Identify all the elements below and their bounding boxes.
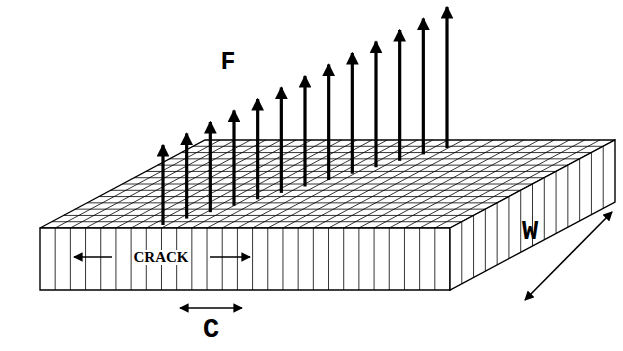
force-arrow	[398, 30, 401, 161]
crack-extent-arrow	[74, 256, 112, 258]
force-arrow	[327, 65, 330, 181]
c-dimension-arrow	[180, 307, 242, 309]
force-arrow	[351, 53, 354, 174]
force-arrow	[303, 76, 306, 187]
width-label: W	[522, 219, 538, 246]
force-arrow	[185, 134, 188, 219]
slab-front-face	[40, 228, 450, 290]
force-label: F	[220, 50, 235, 75]
force-arrow	[280, 88, 283, 193]
crack-label: CRACK	[132, 250, 191, 265]
force-arrow	[422, 19, 425, 155]
force-arrow	[209, 122, 212, 212]
force-arrow	[445, 7, 448, 148]
force-arrow	[374, 42, 377, 168]
slab-side-face	[450, 140, 615, 290]
force-arrow	[256, 99, 259, 199]
force-arrow	[161, 145, 164, 225]
crack-length-label: C	[203, 317, 219, 344]
force-arrow	[232, 111, 235, 206]
crack-extent-arrow	[210, 256, 250, 258]
